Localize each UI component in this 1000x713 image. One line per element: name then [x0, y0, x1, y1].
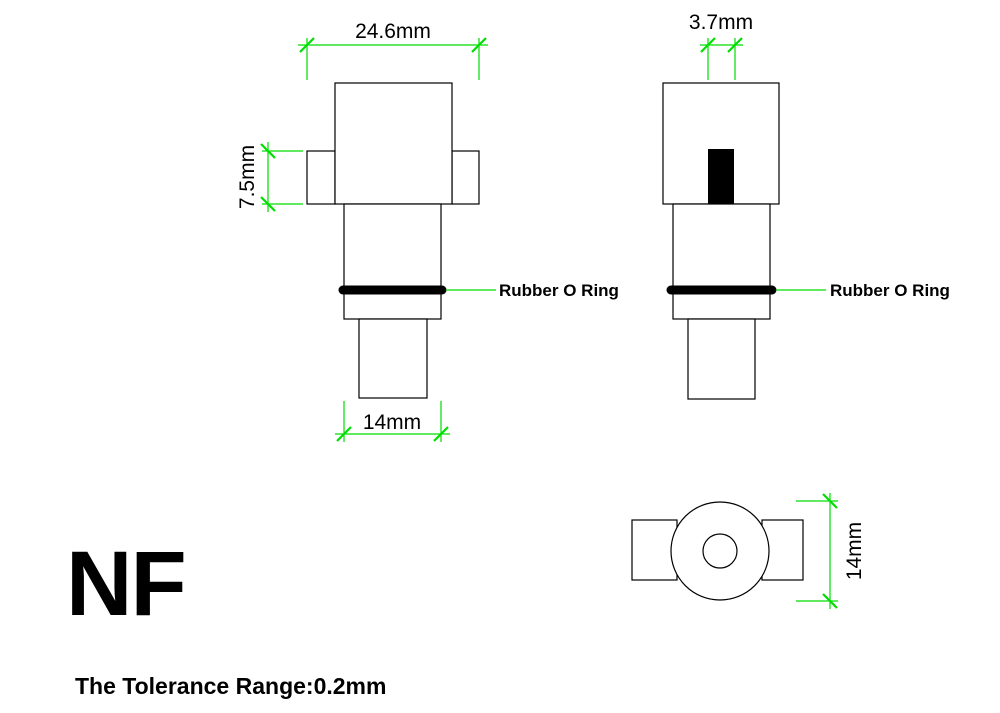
front-view-width-dimension: 24.6mm	[298, 20, 488, 80]
front-view: 24.6mm 7.5mm 14mm Rubber O Ring	[236, 20, 619, 442]
front-view-bottom-label: 14mm	[363, 411, 421, 434]
top-view: 14mm	[631, 493, 866, 609]
top-view-height-dimension: 14mm	[796, 493, 866, 609]
top-view-inner-circle	[702, 533, 738, 569]
side-view-slot-label: 3.7mm	[689, 11, 753, 34]
side-view-slot-dimension: 3.7mm	[689, 11, 753, 80]
front-view-width-label: 24.6mm	[355, 20, 431, 43]
front-view-callout: Rubber O Ring	[446, 281, 619, 300]
front-view-tip	[358, 318, 428, 399]
side-view-body	[672, 203, 771, 320]
front-view-height-dimension: 7.5mm	[236, 142, 303, 212]
front-view-callout-label: Rubber O Ring	[499, 281, 619, 300]
model-code: NF	[66, 533, 187, 635]
front-view-side-tab-right	[451, 150, 480, 205]
top-view-tab-left	[631, 519, 678, 581]
side-view: 3.7mm Rubber O Ring	[662, 11, 950, 400]
front-view-body	[343, 203, 442, 320]
side-view-callout-label: Rubber O Ring	[830, 281, 950, 300]
front-view-bottom-dimension: 14mm	[335, 401, 450, 442]
top-view-height-label: 14mm	[843, 522, 866, 580]
front-view-head	[334, 82, 453, 205]
side-view-tip	[687, 318, 756, 400]
front-view-side-tab-left	[306, 150, 336, 205]
side-view-slot	[708, 149, 734, 204]
tolerance-note: The Tolerance Range:0.2mm	[75, 673, 387, 699]
front-view-height-label: 7.5mm	[236, 145, 259, 209]
side-view-callout: Rubber O Ring	[776, 281, 950, 300]
